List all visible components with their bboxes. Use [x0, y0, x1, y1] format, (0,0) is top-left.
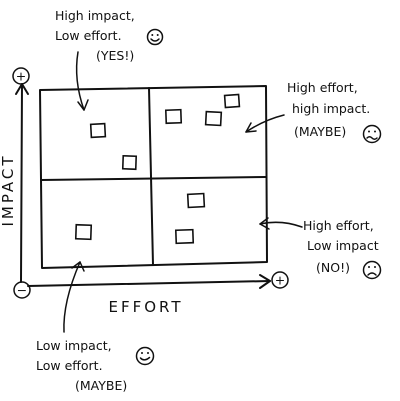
y-axis-line	[20, 83, 23, 283]
grid-vertical-divider	[148, 87, 154, 266]
annotation-arrow	[63, 261, 81, 333]
annotation-arrowhead	[71, 261, 85, 272]
x-axis-label: EFFORT	[108, 298, 183, 316]
x-axis-arrowhead	[259, 274, 271, 289]
sticky-note	[74, 223, 93, 241]
annotation-bottom-left: Low impact, Low effort. (MAYBE)	[36, 261, 155, 393]
annotation-line: Low impact	[307, 238, 379, 253]
annotation-line: High impact,	[55, 8, 135, 23]
origin-minus-icon: −	[13, 281, 31, 299]
sticky-note	[223, 93, 241, 109]
annotation-arrowhead	[245, 122, 257, 133]
sticky-note	[186, 192, 206, 209]
annotation-line: Low effort.	[55, 28, 122, 43]
annotation-line: high impact.	[292, 101, 370, 116]
sad-face-icon	[362, 260, 382, 280]
annotation-arrow	[259, 221, 303, 228]
sticky-note	[121, 154, 138, 171]
annotation-line: High effort,	[287, 80, 358, 95]
annotation-line: (MAYBE)	[75, 378, 127, 393]
annotation-arrowhead	[259, 217, 270, 230]
y-axis-plus-icon: +	[12, 67, 30, 85]
y-axis-label: IMPACT	[0, 153, 17, 226]
svg-text:+: +	[16, 69, 26, 84]
sticky-note	[174, 228, 195, 245]
svg-text:−: −	[17, 283, 27, 298]
annotation-arrowhead	[77, 99, 89, 111]
grid-horizontal-divider	[40, 176, 267, 181]
sticky-note	[204, 110, 223, 127]
annotation-line: Low effort.	[36, 358, 103, 373]
svg-text:+: +	[275, 273, 285, 288]
annotation-bottom-right: High effort, Low impact (NO!)	[259, 217, 382, 280]
annotation-line: (NO!)	[316, 260, 350, 275]
grid-outline	[39, 85, 268, 269]
annotation-line: (YES!)	[96, 48, 134, 63]
annotation-arrow	[245, 114, 285, 133]
smirk-face-icon	[135, 346, 155, 366]
annotation-top-left: High impact, Low effort. (YES!)	[55, 8, 164, 111]
sticky-notes	[74, 93, 241, 245]
nervous-face-icon	[362, 124, 382, 144]
annotation-line: High effort,	[303, 218, 374, 233]
x-axis-line	[27, 280, 271, 287]
x-axis-plus-icon: +	[271, 271, 289, 289]
happy-face-icon	[146, 28, 164, 46]
axes: + − + IMPACT EFFORT	[0, 67, 289, 316]
annotation-line: Low impact,	[36, 338, 112, 353]
sticky-note	[89, 122, 107, 139]
annotation-line: (MAYBE)	[294, 124, 346, 139]
annotation-top-right: High effort, high impact. (MAYBE)	[245, 80, 382, 144]
matrix-grid	[39, 85, 268, 269]
annotation-arrow	[75, 51, 85, 111]
sticky-note	[164, 108, 183, 125]
